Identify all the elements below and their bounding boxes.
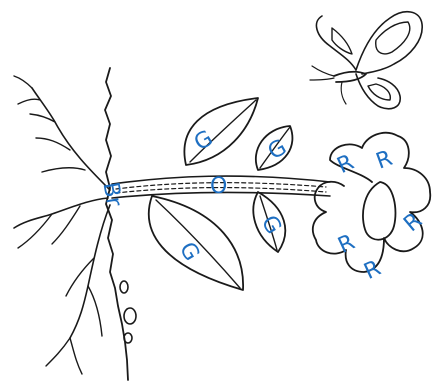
label-stem: O — [210, 174, 227, 199]
label-root: Br — [97, 180, 126, 209]
label-petal-1: R — [333, 150, 357, 179]
flower-icon — [313, 133, 430, 272]
label-leaf-top-left: G — [190, 126, 217, 156]
label-petal-2: R — [373, 146, 396, 175]
pebble — [124, 308, 136, 324]
butterfly-icon — [310, 12, 422, 109]
label-leaf-top-right: G — [264, 135, 291, 165]
soil-line — [105, 68, 128, 380]
pebble — [120, 281, 128, 293]
label-petal-4: R — [334, 230, 358, 259]
root-icon — [14, 76, 110, 374]
